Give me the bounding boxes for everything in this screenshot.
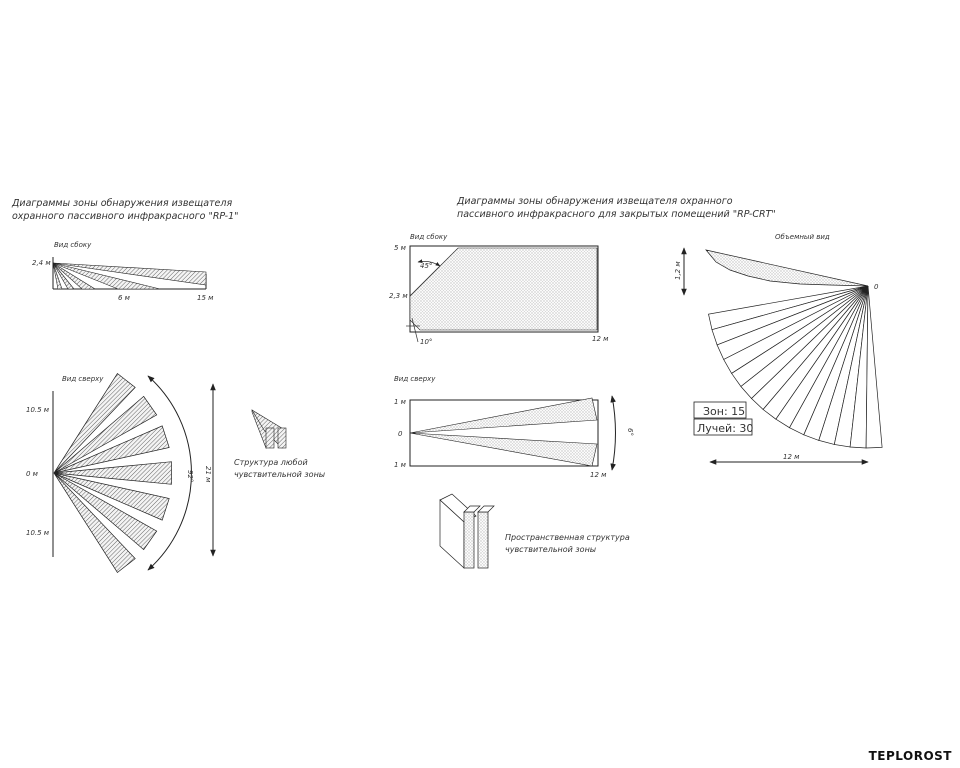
volume-view-label: Объемный вид bbox=[775, 233, 830, 241]
rp1-top-view: Вид сверху 10.5 м 0 м 10.5 м 92° 21 м bbox=[26, 372, 216, 574]
rpcrt-zone-structure: Пространственная структура чувствительно… bbox=[439, 493, 630, 569]
rp1-span-label: 21 м bbox=[204, 466, 212, 483]
rp1-beam-7 bbox=[53, 472, 136, 574]
rp1-beam-5 bbox=[53, 472, 170, 521]
volume-top-zone bbox=[705, 249, 869, 287]
rp1-side-height-label: 2,4 м bbox=[32, 259, 51, 267]
rp1-top-beams bbox=[53, 372, 172, 574]
rpcrt-angle-bottom: 10° bbox=[420, 338, 432, 346]
rpcrt-diagrams: Диаграммы зоны обнаружения извещателя ох… bbox=[389, 196, 776, 569]
rpcrt-side-room bbox=[409, 245, 599, 333]
rp1-structure-caption-line1: Структура любой bbox=[234, 458, 308, 467]
rpcrt-title-line2: пассивного инфракрасного для закрытых по… bbox=[457, 209, 776, 220]
rpcrt-top-y-bottom: 1 м bbox=[394, 461, 407, 469]
rp1-zone-structure: Структура любой чувствительной зоны bbox=[234, 409, 325, 479]
rp1-top-left-bottom: 10.5 м bbox=[26, 529, 50, 537]
rays-label: Лучей: 30 bbox=[697, 422, 753, 435]
rpcrt-top-angle: 6° bbox=[626, 428, 634, 436]
rp1-top-view-label: Вид сверху bbox=[62, 375, 104, 383]
rp1-title-line2: охранного пассивного инфракрасного "RP-1… bbox=[12, 211, 238, 222]
rp1-side-beams bbox=[52, 262, 207, 290]
rp1-top-left-top: 10.5 м bbox=[26, 406, 50, 414]
rp1-diagrams: Диаграммы зоны обнаружения извещателя ох… bbox=[11, 198, 325, 574]
rpcrt-side-zone bbox=[409, 247, 598, 331]
zones-box bbox=[693, 401, 747, 419]
rpcrt-top-view-label: Вид сверху bbox=[394, 375, 436, 383]
rp1-beam-4 bbox=[53, 461, 172, 485]
rp1-side-view-label: Вид сбоку bbox=[54, 241, 92, 249]
watermark: TEPLOROST bbox=[869, 745, 952, 764]
volume-fan bbox=[705, 249, 883, 449]
rp1-title-line1: Диаграммы зоны обнаружения извещателя bbox=[11, 198, 232, 209]
rpcrt-top-beam-lower bbox=[409, 432, 598, 467]
volume-height-label: 1,2 м bbox=[674, 261, 682, 280]
rp1-arc-label: 92° bbox=[186, 470, 194, 482]
rpcrt-top-beam-upper bbox=[409, 397, 598, 434]
volume-ray-15 bbox=[865, 285, 883, 449]
zones-label: Зон: 15 bbox=[703, 405, 745, 418]
rp1-structure-caption-line2: чувствительной зоны bbox=[234, 470, 325, 479]
rpcrt-side-height-label: 5 м bbox=[394, 244, 407, 252]
watermark-text: TEPLOROST bbox=[868, 749, 952, 763]
rpcrt-structure-caption-line2: чувствительной зоны bbox=[505, 545, 596, 554]
rpcrt-side-view-label: Вид сбоку bbox=[410, 233, 448, 241]
rp1-top-left-mid: 0 м bbox=[26, 470, 39, 478]
rp1-side-view: Вид сбоку 2,4 м 6 м 15 м bbox=[32, 241, 214, 302]
volume-length-label: 12 м bbox=[783, 453, 800, 461]
rpcrt-top-view: Вид сверху 1 м 0 1 м 6° 12 м bbox=[394, 375, 634, 479]
rpcrt-side-view: Вид сбоку 5 м 2,3 м 45° 10° 12 м bbox=[389, 233, 609, 346]
rpcrt-angle-top: 45° bbox=[420, 262, 432, 270]
rpcrt-structure-caption-line1: Пространственная структура bbox=[505, 533, 630, 542]
rp1-beam-1 bbox=[53, 372, 136, 474]
rp1-side-mark-15: 15 м bbox=[197, 294, 214, 302]
rp1-arc-dimension bbox=[147, 375, 192, 571]
rpcrt-top-y-top: 1 м bbox=[394, 398, 407, 406]
rpcrt-top-length: 12 м bbox=[590, 471, 607, 479]
volume-origin-label: 0 bbox=[874, 283, 879, 291]
rpcrt-title-line1: Диаграммы зоны обнаружения извещателя ох… bbox=[456, 196, 733, 207]
rpcrt-side-length: 12 м bbox=[592, 335, 609, 343]
rpcrt-top-y-mid: 0 bbox=[398, 430, 403, 438]
rp1-beam-3 bbox=[53, 425, 170, 474]
rp1-side-mark-6: 6 м bbox=[118, 294, 131, 302]
rays-box bbox=[693, 418, 753, 436]
rpcrt-angle-dimension bbox=[610, 395, 616, 471]
rpcrt-volume-view: Объемный вид 0 1,2 м Зон: 15 Лучей: 30 1… bbox=[674, 233, 883, 465]
rpcrt-side-mount-label: 2,3 м bbox=[389, 292, 408, 300]
